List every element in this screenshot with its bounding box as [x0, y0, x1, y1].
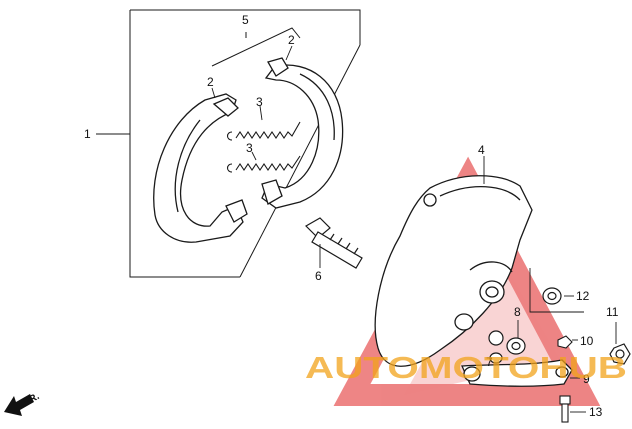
nut-10: [557, 335, 573, 349]
callout-11: 11: [606, 305, 619, 319]
front-direction-indicator: FR.: [4, 391, 42, 416]
spring-upper: [226, 121, 301, 141]
watermark-text: AUTOMOTOHUB: [305, 350, 627, 385]
callout-10: 10: [580, 334, 594, 348]
brake-arm: [461, 359, 573, 387]
callout-12: 12: [576, 289, 590, 303]
nut-11: [609, 343, 631, 365]
leader-lines: [211, 45, 617, 413]
callout-8: 8: [514, 305, 521, 319]
front-label: FR.: [22, 391, 42, 409]
callout-4: 4: [478, 143, 485, 157]
washer-8: [506, 337, 526, 355]
callout-2-left: 2: [207, 75, 214, 89]
brake-cam: [305, 217, 363, 269]
shoe-assembly-bracket: [96, 9, 361, 278]
callout-3-upper: 3: [256, 95, 263, 109]
front-arrow-icon: [4, 394, 34, 416]
brake-shoe-left: [153, 93, 248, 243]
callout-7: 7: [486, 355, 493, 369]
callout-13: 13: [589, 405, 603, 419]
callout-5: 5: [242, 13, 249, 27]
callout-3-lower: 3: [246, 141, 253, 155]
spring-lower: [226, 155, 301, 173]
brake-panel: [374, 175, 533, 367]
seal-7: [488, 330, 504, 364]
callout-9: 9: [583, 372, 590, 386]
callout-6: 6: [315, 269, 322, 283]
brake-shoe-right: [261, 57, 344, 209]
washer-12: [542, 287, 562, 305]
callout-2-right: 2: [288, 33, 295, 47]
shoe-pair-bracket: [211, 27, 301, 67]
bolt-13: [559, 395, 571, 423]
callout-1: 1: [84, 127, 91, 141]
